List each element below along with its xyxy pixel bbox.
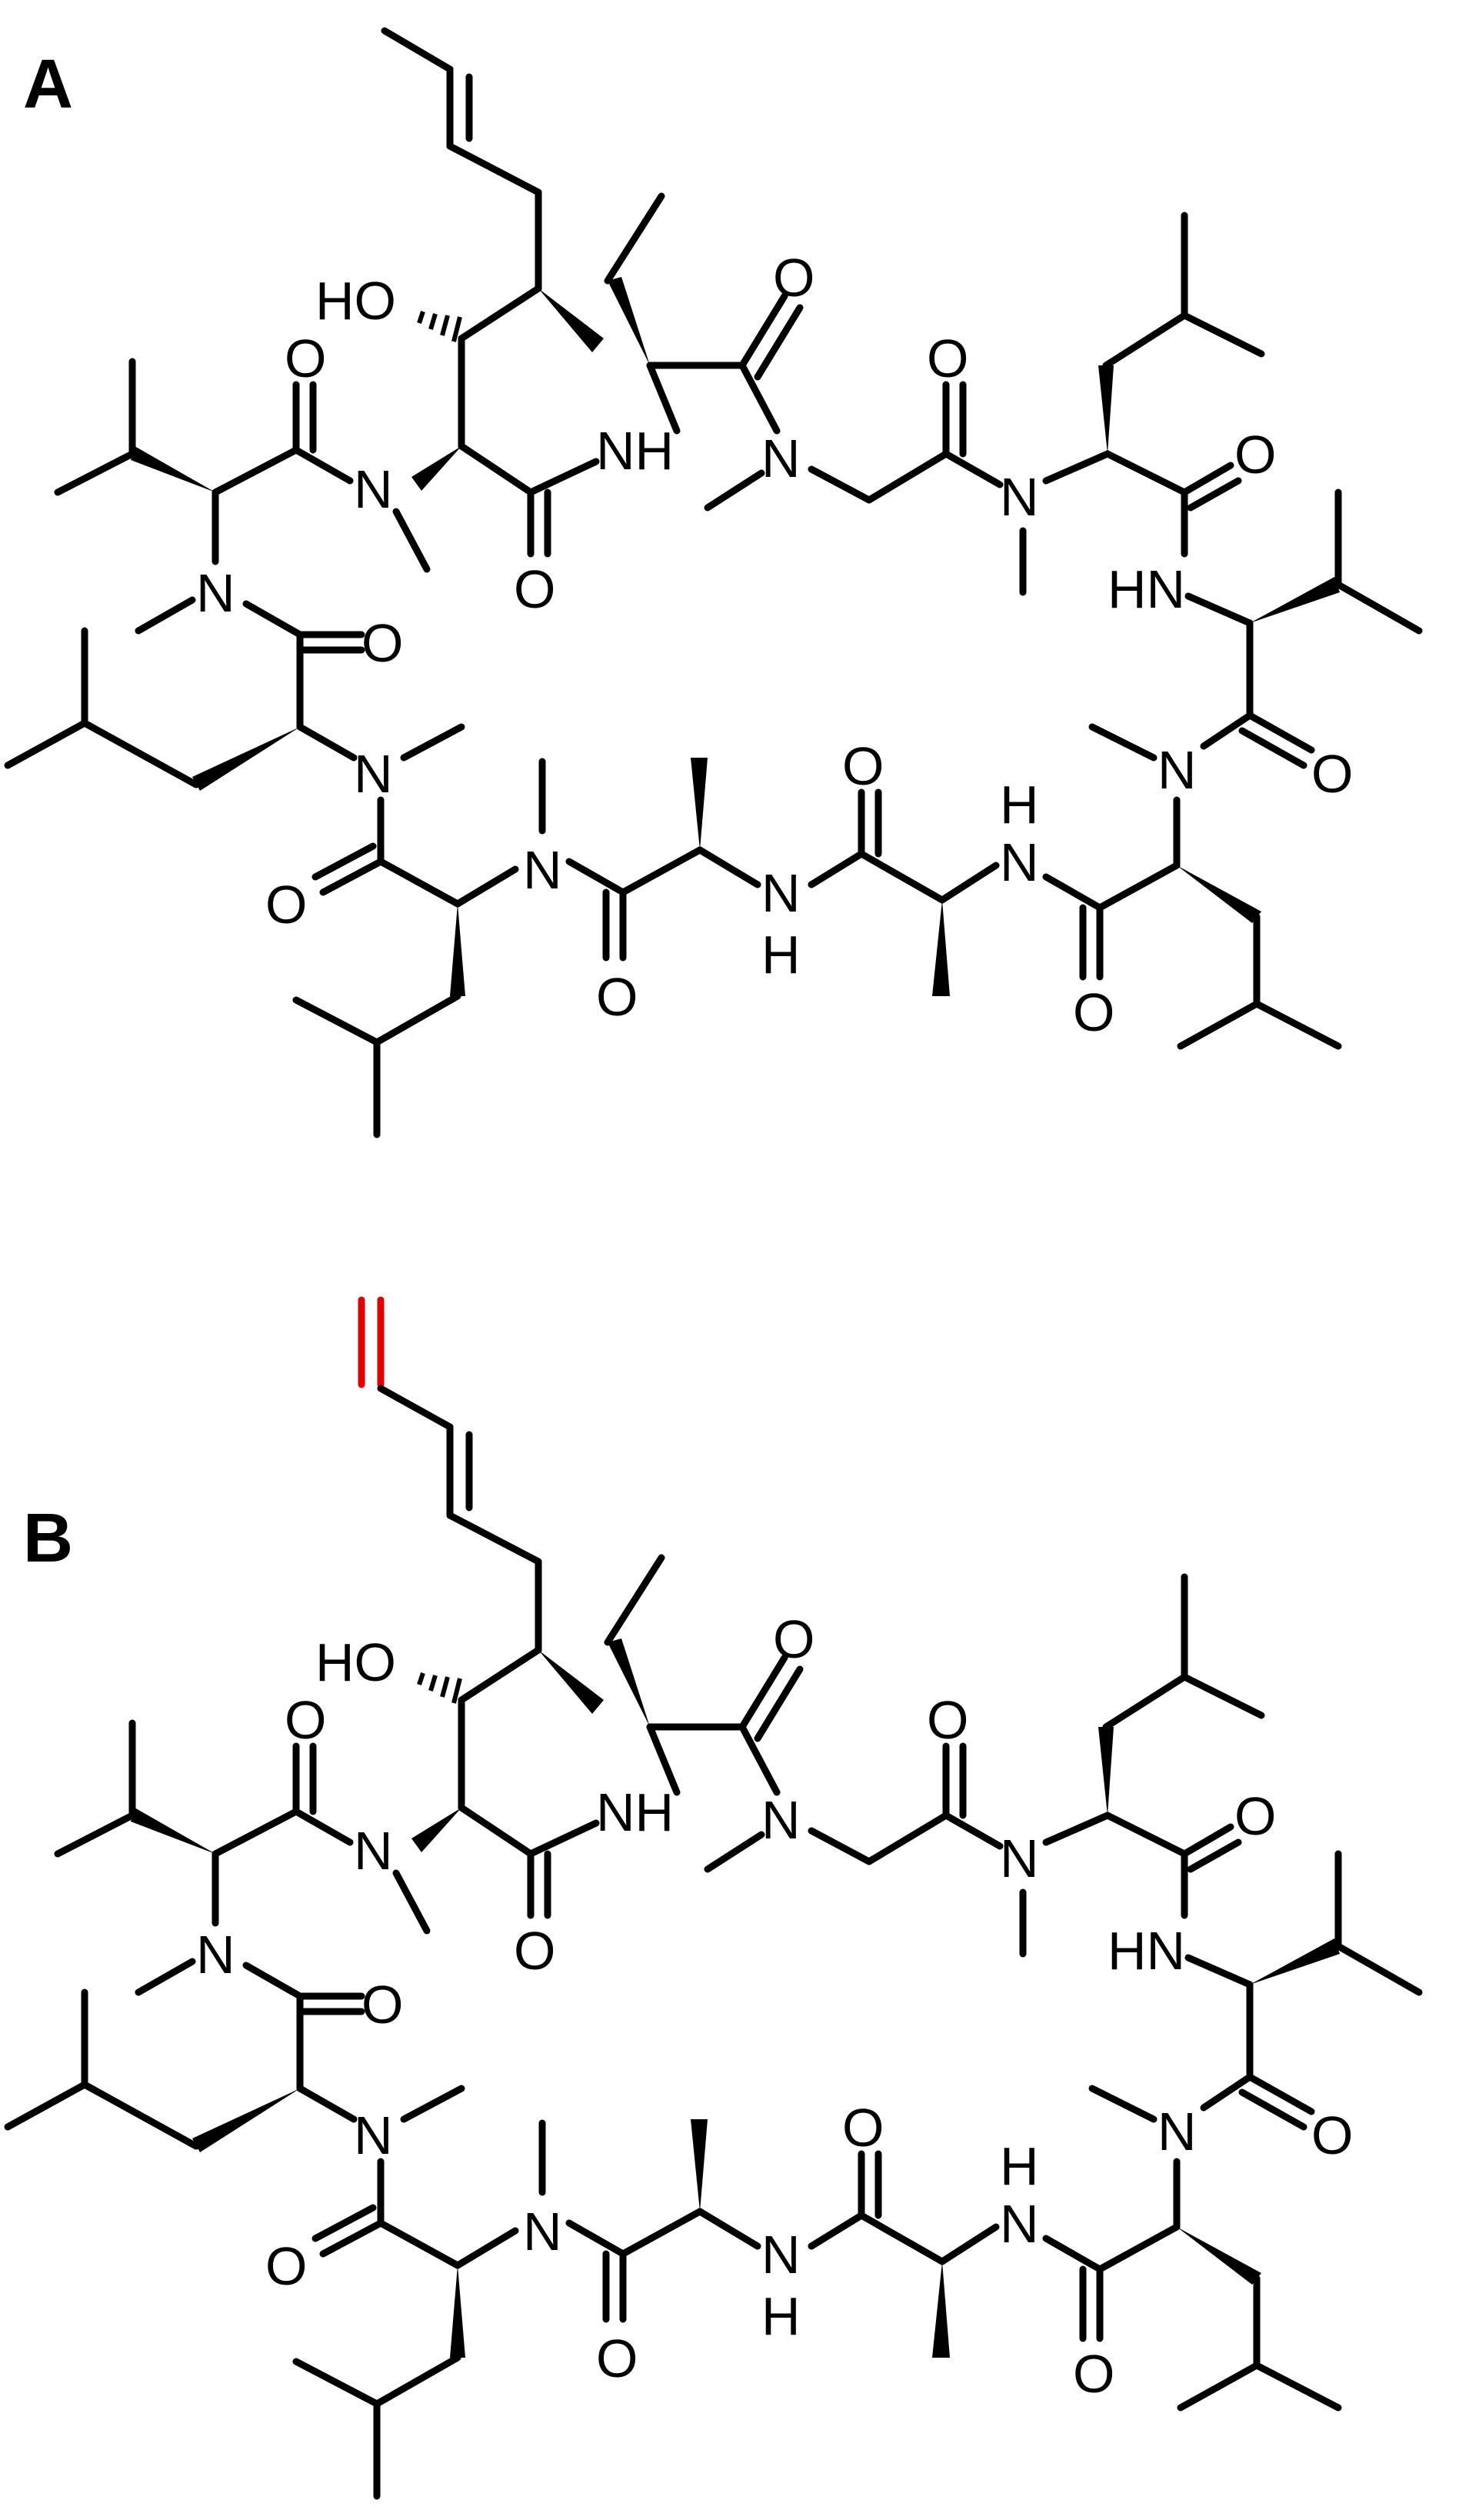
wedge-bond	[608, 1638, 650, 1727]
wedge-bond	[932, 900, 950, 996]
panel-label-a: A	[23, 46, 73, 123]
butenyl-side-chain	[446, 1423, 542, 1654]
nitrogen-label: N	[523, 2202, 562, 2262]
wedge-bond	[1098, 365, 1114, 454]
hydroxyl-label: HO	[315, 1632, 396, 1692]
amide-nh-label: NH	[596, 1782, 674, 1842]
nitrogen-label: N	[1000, 832, 1039, 892]
oxygen-label: O	[285, 328, 326, 388]
hashed-bond	[417, 1672, 462, 1704]
nitrogen-label: N	[354, 1821, 393, 1881]
wedge-bond	[450, 2265, 465, 2358]
oxygen-label: O	[773, 248, 814, 308]
wedge-bond	[450, 904, 465, 996]
oxygen-label: O	[265, 875, 307, 935]
nitrogen-label: N	[354, 459, 393, 519]
wedge-bond	[411, 446, 461, 491]
panel-label-b: B	[23, 1500, 73, 1577]
nitrogen-label: N	[1000, 467, 1039, 527]
wedge-bond	[538, 288, 604, 352]
oxygen-label: O	[1234, 1786, 1276, 1846]
wedge-bond	[192, 2088, 300, 2152]
oxygen-label: O	[927, 328, 968, 388]
butenyl-side-chain	[381, 27, 542, 292]
nitrogen-label: N	[196, 1925, 235, 1985]
hydrogen-label: H	[1000, 775, 1039, 835]
oxygen-label: O	[596, 2328, 638, 2388]
wedge-bond	[131, 1808, 215, 1854]
oxygen-label: O	[773, 1609, 814, 1669]
nitrogen-label: N	[1158, 740, 1197, 800]
nitrogen-label: N	[761, 1790, 801, 1850]
oxygen-label: O	[285, 1690, 326, 1750]
nitrogen-label: N	[1158, 2102, 1197, 2162]
hydrogen-label: H	[761, 2286, 801, 2346]
hydroxyl-label: HO	[315, 271, 396, 331]
hydrogen-label: H	[1000, 2136, 1039, 2196]
wedge-bond	[1098, 1727, 1114, 1815]
nitrogen-label: N	[761, 428, 801, 488]
nitrogen-label: N	[354, 744, 393, 804]
amide-hn-label: HN	[1108, 559, 1185, 619]
wedge-bond	[192, 727, 300, 791]
oxygen-label: O	[514, 559, 555, 619]
wedge-bond	[538, 1650, 604, 1714]
oxygen-label: O	[842, 736, 884, 796]
oxygen-label: O	[361, 613, 403, 673]
hydrogen-label: H	[761, 925, 801, 985]
nitrogen-label: N	[523, 840, 562, 900]
oxygen-label: O	[1311, 2105, 1353, 2165]
oxygen-label: O	[1311, 744, 1353, 804]
hashed-bond	[417, 311, 462, 342]
wedge-bond	[691, 2119, 708, 2212]
wedge-bond	[1177, 865, 1261, 923]
oxygen-label: O	[927, 1690, 968, 1750]
oxygen-label: O	[1073, 982, 1114, 1042]
nitrogen-label: N	[1000, 2194, 1039, 2254]
nitrogen-label: N	[196, 563, 235, 623]
nitrogen-label: N	[1000, 1828, 1039, 1888]
wedge-bond	[691, 758, 708, 850]
nitrogen-label: N	[761, 2225, 801, 2285]
oxygen-label: O	[596, 967, 638, 1027]
oxygen-label: O	[361, 1975, 403, 2035]
oxygen-label: O	[842, 2098, 884, 2158]
wedge-bond	[1250, 577, 1340, 623]
amide-nh-label: NH	[596, 421, 674, 481]
wedge-bond	[1250, 1938, 1340, 1985]
nitrogen-label: N	[354, 2105, 393, 2165]
oxygen-label: O	[1073, 2344, 1114, 2404]
wedge-bond	[411, 1808, 461, 1852]
wedge-bond	[932, 2262, 950, 2358]
oxygen-label: O	[1234, 425, 1276, 485]
amide-hn-label: HN	[1108, 1921, 1185, 1981]
panel-b-structure: B HO N O NH	[4, 1296, 1423, 2500]
wedge-bond	[131, 446, 215, 492]
nitrogen-label: N	[761, 863, 801, 923]
panel-a-structure: A HO N O NH	[4, 27, 1423, 1138]
wedge-bond	[1177, 2227, 1261, 2285]
wedge-bond	[608, 277, 650, 365]
oxygen-label: O	[265, 2236, 307, 2296]
oxygen-label: O	[514, 1921, 555, 1981]
